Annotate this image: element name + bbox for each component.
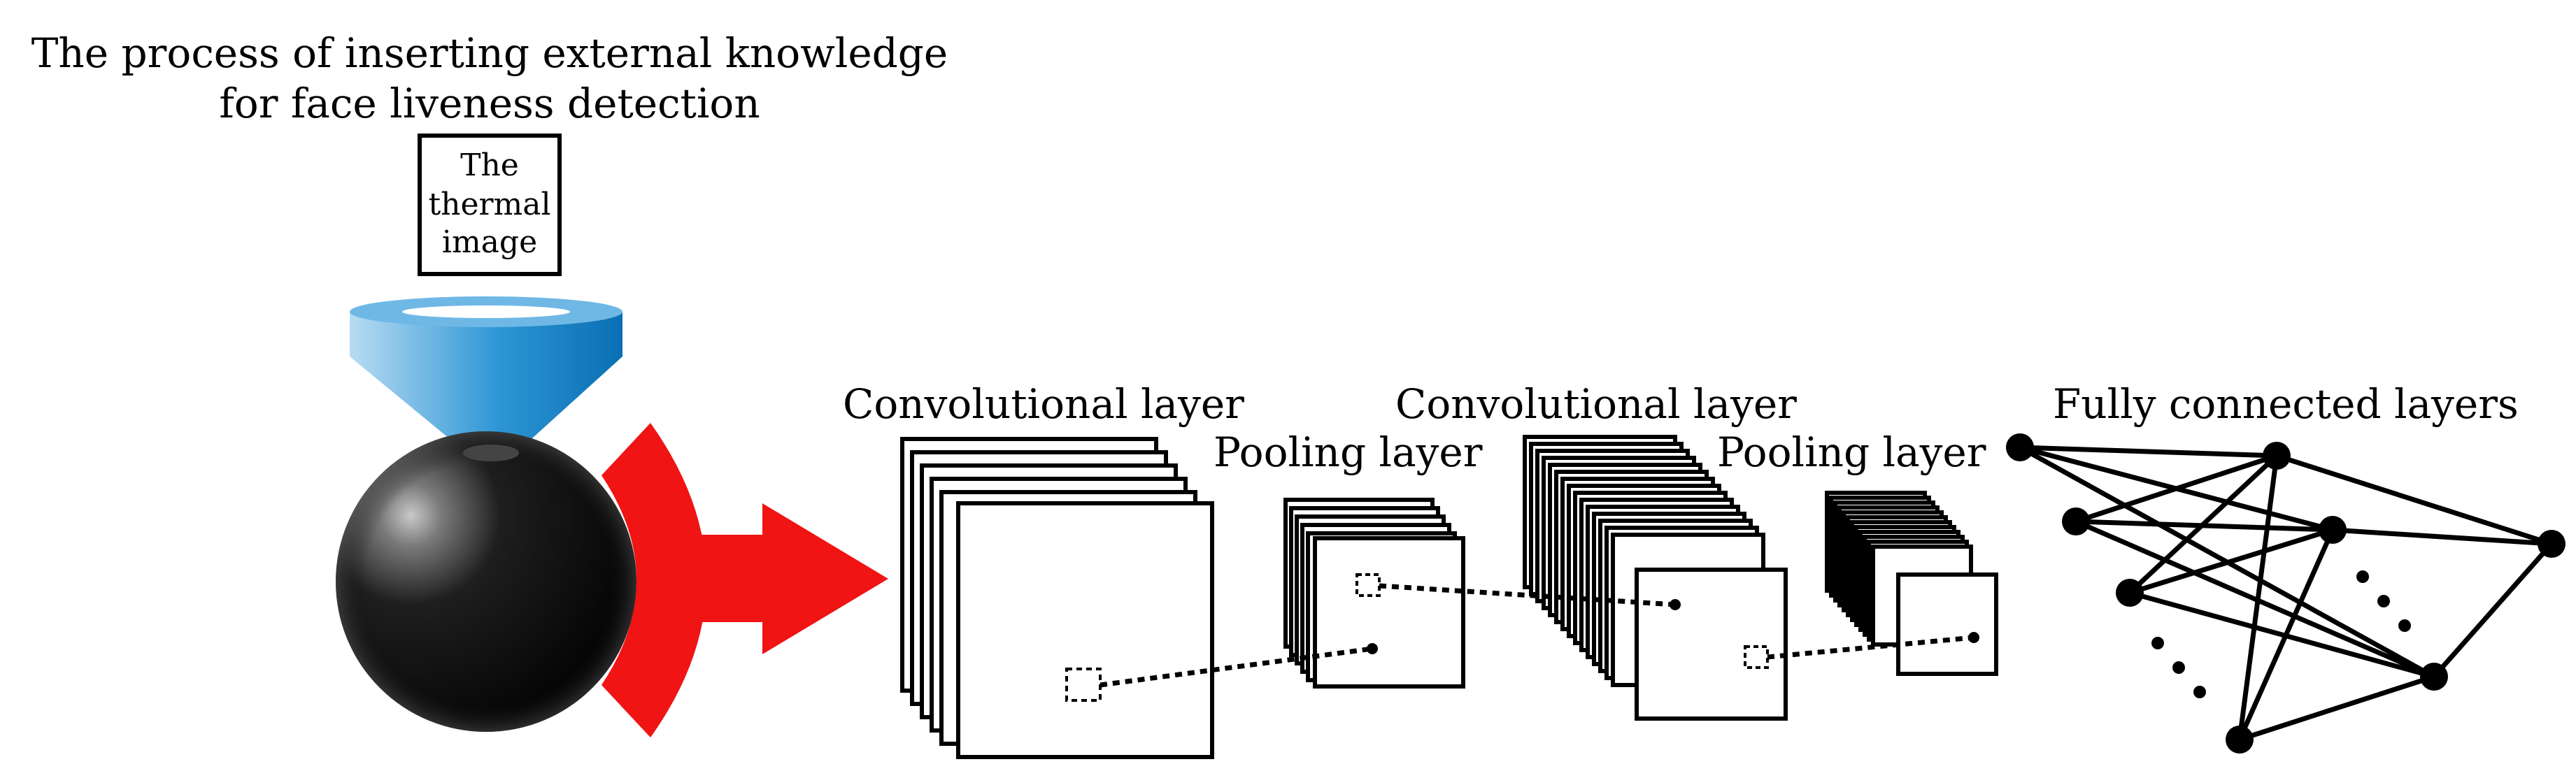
funnel-icon (350, 296, 622, 452)
conv1-stack (900, 437, 1214, 759)
thermal-box-line-2: thermal (428, 187, 550, 222)
black-sphere-icon (336, 431, 636, 732)
fc-node (2538, 530, 2566, 558)
thermal-box-line-1: The (460, 147, 519, 183)
fc-node (2226, 726, 2254, 754)
fc-ellipsis-dots (2151, 570, 2411, 698)
fc-node (2420, 663, 2448, 691)
pool2-label: Pooling layer (1717, 428, 1986, 476)
connector-end-dots (1367, 599, 1979, 654)
caption-line-1: The process of inserting external knowle… (31, 29, 948, 77)
conv2-receptive-field (1744, 645, 1769, 669)
fc-label: Fully connected layers (2053, 380, 2519, 428)
pool1-stack (1283, 498, 1465, 689)
conv1-label: Convolutional layer (843, 380, 1244, 428)
pool1-label: Pooling layer (1214, 428, 1483, 476)
fc-edges (2019, 445, 2554, 742)
fc-node (2116, 579, 2144, 607)
red-arrow-icon (602, 423, 888, 737)
thermal-image-box (418, 134, 562, 276)
conv2-stack (1523, 435, 1788, 721)
fc-nodes (2006, 433, 2566, 754)
fc-node (2062, 507, 2090, 535)
pool2-stack (1825, 491, 1998, 676)
pool1-receptive-field (1355, 573, 1381, 597)
thermal-box-line-3: image (442, 224, 537, 260)
fc-node (2319, 516, 2347, 544)
dotted-connectors (1100, 583, 1974, 688)
fc-node (2006, 433, 2034, 461)
fc-node (2263, 442, 2291, 470)
caption-line-2: for face liveness detection (219, 80, 760, 127)
conv2-label: Convolutional layer (1395, 380, 1797, 428)
